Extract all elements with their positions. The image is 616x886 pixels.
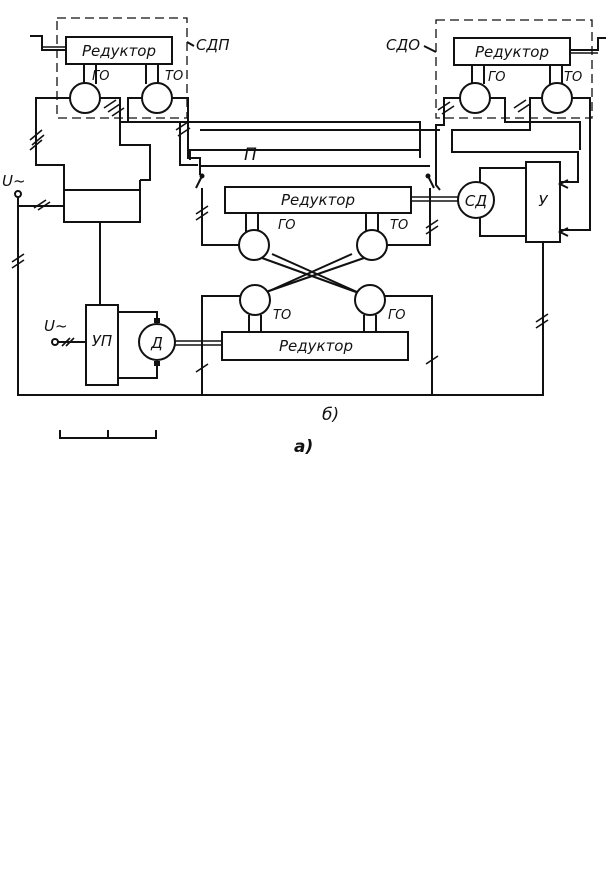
reducer-box-lower [221, 331, 409, 361]
to-label-top-left: ТО [165, 69, 183, 84]
crossing-wires-a [261, 257, 365, 293]
sdp-dashed-frame [56, 17, 188, 119]
wire-ticks-7 [425, 219, 439, 235]
d-label: Д [150, 334, 163, 352]
go-label-middle: ГО [278, 218, 295, 233]
caption-b: б) [322, 405, 339, 425]
go-label-top-left: ГО [92, 69, 109, 84]
reducer-label-middle: Редуктор [281, 191, 355, 209]
shafts-lower [248, 315, 377, 332]
crank-handle-right [570, 37, 606, 51]
wire-to-right-a [451, 97, 579, 183]
u-supply-label-lower: U~ [44, 317, 68, 335]
reducer-label-top-left: Редуктор [82, 42, 156, 60]
scale-bar [59, 430, 157, 439]
wire-go-middle-left [201, 188, 239, 246]
shaft-to-sd [411, 196, 458, 202]
indicator-block-left [63, 189, 141, 223]
u-supply-label-upper: U~ [2, 172, 26, 190]
wire-to-indicator [36, 164, 141, 190]
to-label-top-right: ТО [564, 70, 582, 85]
go-label-lower: ГО [388, 308, 405, 323]
sdo-label: СДО [386, 36, 420, 54]
wire-ticks-4 [103, 99, 125, 117]
sdp-leader [186, 41, 195, 47]
switch-blades [195, 175, 435, 189]
sdo-dashed-frame [435, 19, 593, 119]
wire-go-right-b [490, 97, 581, 150]
d-brush-bottom [154, 361, 160, 366]
sdo-leader [423, 45, 437, 53]
reducer-box-middle [224, 186, 412, 214]
wire-right-switch [435, 170, 441, 191]
to-label-lower: ТО [273, 308, 291, 323]
sd-label: СД [465, 192, 487, 210]
to-synchro-top-right [541, 82, 573, 114]
reducer-label-lower: Редуктор [279, 337, 353, 355]
reducer-label-top-right: Редуктор [475, 43, 549, 61]
switch-p-label: П [244, 145, 257, 165]
d-brush-top [154, 318, 160, 323]
to-synchro-top-left [141, 82, 173, 114]
d-motor [138, 323, 176, 361]
go-synchro-top-left [69, 82, 101, 114]
shafts-top-right [471, 65, 563, 84]
supply-terminal-upper [14, 190, 22, 198]
shafts-top-left [83, 64, 159, 84]
wire-go-left-return [100, 97, 151, 181]
wire-ticks-1 [29, 129, 45, 151]
to-synchro-lower [239, 284, 271, 316]
wire-to-left-b [172, 97, 201, 175]
to-synchro-middle [356, 229, 388, 261]
go-synchro-top-right [459, 82, 491, 114]
wire-ticks-12 [61, 337, 75, 347]
wire-ticks-5 [175, 121, 191, 137]
up-label: УП [92, 332, 112, 350]
wire-ticks-9 [513, 99, 531, 113]
wire-ticks-10 [195, 355, 439, 373]
supply-terminal-lower [51, 338, 59, 346]
crossing-wires-b [257, 253, 367, 297]
wire-to-middle-right [387, 188, 431, 246]
u-amplifier-block [525, 161, 561, 243]
go-synchro-middle [238, 229, 270, 261]
reducer-box-top-left [65, 36, 173, 65]
wire-go-right-a [435, 97, 460, 170]
shaft-d-to-reducer [174, 340, 222, 346]
wire-up-to-d [118, 311, 158, 379]
wire-sd-to-u [479, 167, 526, 237]
wire-to-right-b [560, 97, 591, 231]
up-block [85, 304, 119, 386]
wire-bottom-bus [17, 197, 544, 396]
to-label-middle: ТО [390, 218, 408, 233]
wire-ticks-6 [195, 205, 209, 221]
go-synchro-lower [354, 284, 386, 316]
caption-a: а) [294, 437, 313, 457]
wire-cross-top [120, 121, 421, 158]
u-label: У [538, 192, 548, 210]
sdp-label: СДП [196, 36, 229, 54]
u-input-arrows [557, 179, 569, 237]
wire-ticks-8 [437, 101, 455, 115]
switch-bar-left [189, 149, 420, 160]
go-label-top-right: ГО [488, 70, 505, 85]
wire-to-lower-left [201, 295, 240, 395]
wire-go-lower-right [385, 295, 433, 395]
wire-ticks-2 [33, 199, 51, 211]
sd-motor [457, 181, 495, 219]
wire-ticks-11 [535, 313, 549, 329]
reducer-box-top-right [453, 37, 571, 66]
shafts-middle-upper [245, 213, 379, 232]
crank-handle-left [30, 35, 66, 51]
wire-ticks-3 [11, 253, 25, 269]
